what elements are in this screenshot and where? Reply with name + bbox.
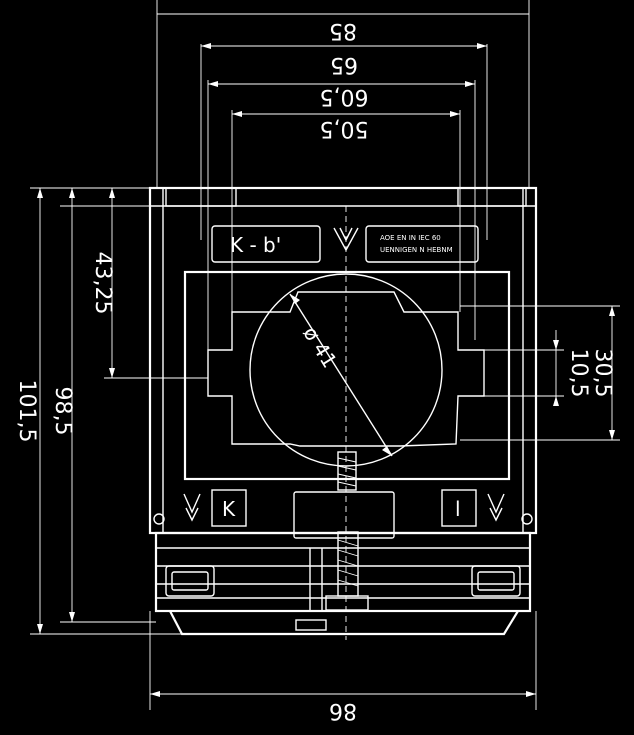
top-clip-right <box>457 187 527 207</box>
dim-top-fourth: 50,5 <box>320 116 369 141</box>
terminal-arrow-right-1 <box>487 493 505 514</box>
base <box>154 531 532 636</box>
dim-right-small: 10,5 <box>566 349 591 398</box>
marking-plate-left-text: K - b' <box>230 233 281 257</box>
right-dimensions: 10,5 30,5 <box>460 305 620 441</box>
bottom-dimensions: 86 <box>149 611 537 723</box>
marking-plates: K - b' AOE EN IN IEC 60 UENNIGEN N HEBNM <box>211 225 479 263</box>
base-slot <box>295 619 327 631</box>
dim-bottom-width: 86 <box>329 698 357 723</box>
base-latch-left <box>165 565 215 597</box>
diameter-label: ø 41 <box>298 322 342 372</box>
base-foot <box>169 610 519 636</box>
terminal-label-left: K <box>222 497 236 521</box>
window-frame <box>183 270 511 481</box>
dim-top-second: 65 <box>330 52 358 77</box>
screw-right <box>521 513 533 525</box>
left-dimensions: 101,5 98,5 43,25 <box>14 187 208 635</box>
dim-left-outer: 101,5 <box>14 380 39 443</box>
dim-window-offset: 43,25 <box>90 252 115 315</box>
base-outline <box>154 531 532 613</box>
dim-top-third: 60,5 <box>320 84 369 109</box>
terminal-box-left <box>211 489 247 527</box>
screw-left <box>153 513 165 525</box>
primary-window: ø 41 <box>183 270 511 481</box>
terminal-label-right: l <box>455 497 461 521</box>
center-screw <box>293 451 395 611</box>
terminals: K l <box>183 489 505 527</box>
screw-shaft <box>337 531 359 597</box>
terminal-box-right <box>441 489 477 527</box>
terminal-arrow-left-1 <box>183 493 201 514</box>
diameter-line <box>289 293 393 457</box>
window-opening <box>207 291 485 447</box>
top-dimensions: 85 65 60,5 50,5 <box>156 0 530 350</box>
marking-plate-left <box>211 225 321 263</box>
base-latch-right <box>471 565 521 597</box>
marking-plate-right-text-2: UENNIGEN N HEBNM <box>380 246 453 254</box>
dim-top-overall: 85 <box>329 18 357 43</box>
dim-left-inner: 98,5 <box>50 387 75 436</box>
dim-right-large: 30,5 <box>590 349 615 398</box>
screw-top <box>337 451 357 491</box>
marking-plate-right <box>365 225 479 263</box>
marking-plate-right-text-1: AOE EN IN IEC 60 <box>380 234 441 242</box>
clamp-block <box>293 491 395 539</box>
